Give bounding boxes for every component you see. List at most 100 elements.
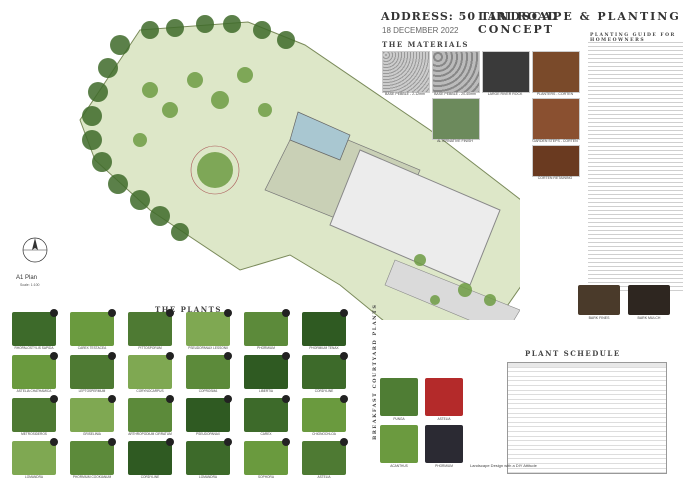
table-row	[508, 427, 666, 432]
plan-scale: Scale: 1:100	[20, 283, 40, 287]
table-row	[508, 363, 666, 368]
plant-caption: PHORMIUM COOKIANUM	[72, 475, 112, 479]
plant-caption: PSEUDOPANAX LESSONII	[188, 346, 228, 350]
material-caption: PLANTERS - CORTEN	[536, 92, 574, 96]
schedule-heading: PLANT SCHEDULE	[525, 349, 621, 358]
table-row	[508, 368, 666, 373]
plant-number-badge	[166, 352, 174, 360]
mulch-bark-fines	[578, 285, 620, 315]
plant-photo	[128, 355, 172, 389]
mulch-caption: BARK MULCH	[637, 316, 661, 320]
plants-heading: THE PLANTS	[155, 305, 222, 314]
table-row	[508, 418, 666, 423]
planting-guide	[588, 42, 683, 302]
north-arrow-icon	[22, 237, 48, 263]
plant-photo	[70, 398, 114, 432]
table-row	[508, 372, 666, 377]
material-pebble-large	[432, 51, 480, 93]
plant-number-badge	[166, 438, 174, 446]
courtyard-plant	[425, 425, 463, 463]
courtyard-plant	[425, 378, 463, 416]
table-row	[508, 386, 666, 391]
table-row	[508, 469, 666, 474]
plan-label: A1 Plan	[16, 275, 38, 281]
table-row	[508, 423, 666, 428]
plant-number-badge	[282, 438, 290, 446]
table-row	[508, 391, 666, 396]
credit: Landscape Design with a DIY Attitude	[470, 463, 537, 468]
mulch-caption: BARK FINES	[588, 316, 610, 320]
plant-number-badge	[340, 395, 348, 403]
plant-caption: LOMANDRA	[198, 475, 218, 479]
material-pebble-small	[382, 51, 430, 93]
materials-heading: THE MATERIALS	[382, 40, 469, 49]
plant-number-badge	[50, 395, 58, 403]
plant-photo	[12, 398, 56, 432]
plant-photo	[186, 312, 230, 346]
plant-photo	[12, 312, 56, 346]
address: ADDRESS: 50 TIRI ROAD	[381, 10, 559, 23]
plant-caption: SOPHORA	[258, 475, 274, 479]
plant-number-badge	[224, 352, 232, 360]
plant-number-badge	[50, 438, 58, 446]
table-row	[508, 395, 666, 400]
table-row	[508, 414, 666, 419]
plant-photo	[244, 398, 288, 432]
plant-caption: CHIONOCHLOA	[312, 432, 336, 436]
plant-number-badge	[340, 438, 348, 446]
material-retaining	[532, 145, 580, 177]
plant-photo	[70, 312, 114, 346]
courtyard-caption: PHORMIUM	[435, 464, 453, 468]
table-row	[508, 441, 666, 446]
plant-photo	[12, 441, 56, 475]
plant-photo	[302, 398, 346, 432]
table-row	[508, 459, 666, 465]
plant-caption: ARTHROPODIUM CIRRATUM	[128, 432, 172, 436]
table-row	[508, 446, 666, 451]
plant-number-badge	[108, 352, 116, 360]
courtyard-caption: ASTELIA	[437, 417, 451, 421]
table-row	[508, 450, 666, 455]
plant-number-badge	[282, 309, 290, 317]
plant-number-badge	[108, 309, 116, 317]
plant-photo	[244, 312, 288, 346]
plant-caption: PHORMIUM TENAX	[309, 346, 339, 350]
plant-caption: CAREX	[260, 432, 272, 436]
material-caption: CORTEN RETAINING	[537, 176, 573, 180]
courtyard-plant	[380, 378, 418, 416]
plant-number-badge	[224, 395, 232, 403]
plant-number-badge	[340, 309, 348, 317]
plant-number-badge	[50, 352, 58, 360]
plant-photo	[70, 441, 114, 475]
plant-number-badge	[282, 395, 290, 403]
plant-caption: ASTELIA	[317, 475, 331, 479]
courtyard-caption: PUNGA	[393, 417, 405, 421]
table-row	[508, 400, 666, 405]
material-caption: ALTERNATIVE FINISH	[437, 139, 473, 143]
material-planters	[532, 51, 580, 93]
guide-heading: PLANTING GUIDE FOR HOMEOWNERS	[590, 33, 676, 43]
plant-caption: PSEUDOPANAX	[195, 432, 221, 436]
plant-number-badge	[50, 309, 58, 317]
plant-photo	[302, 312, 346, 346]
plant-schedule-table	[507, 362, 667, 475]
plant-number-badge	[166, 309, 174, 317]
table-row	[508, 409, 666, 414]
plant-caption: CORDYLINE	[140, 475, 160, 479]
plant-photo	[12, 355, 56, 389]
material-caption: GARDEN STEPS - CORTEN	[532, 139, 578, 143]
plant-photo	[302, 441, 346, 475]
plant-photo	[186, 355, 230, 389]
courtyard-plant	[380, 425, 418, 463]
material-caption: BASE PEBBLE - 20-40mm	[434, 92, 476, 96]
plant-photo	[128, 441, 172, 475]
plant-number-badge	[282, 352, 290, 360]
plant-photo	[186, 441, 230, 475]
plant-caption: RHOPALOSTYLIS SAPIDA	[14, 346, 54, 350]
plant-caption: LEPTOSPERMUM	[78, 389, 106, 393]
material-caption: BASE PEBBLE - 2-12mm	[385, 92, 425, 96]
material-steps	[532, 98, 580, 140]
plant-number-badge	[108, 438, 116, 446]
plant-caption: CORDYLINE	[314, 389, 334, 393]
table-row	[508, 432, 666, 437]
